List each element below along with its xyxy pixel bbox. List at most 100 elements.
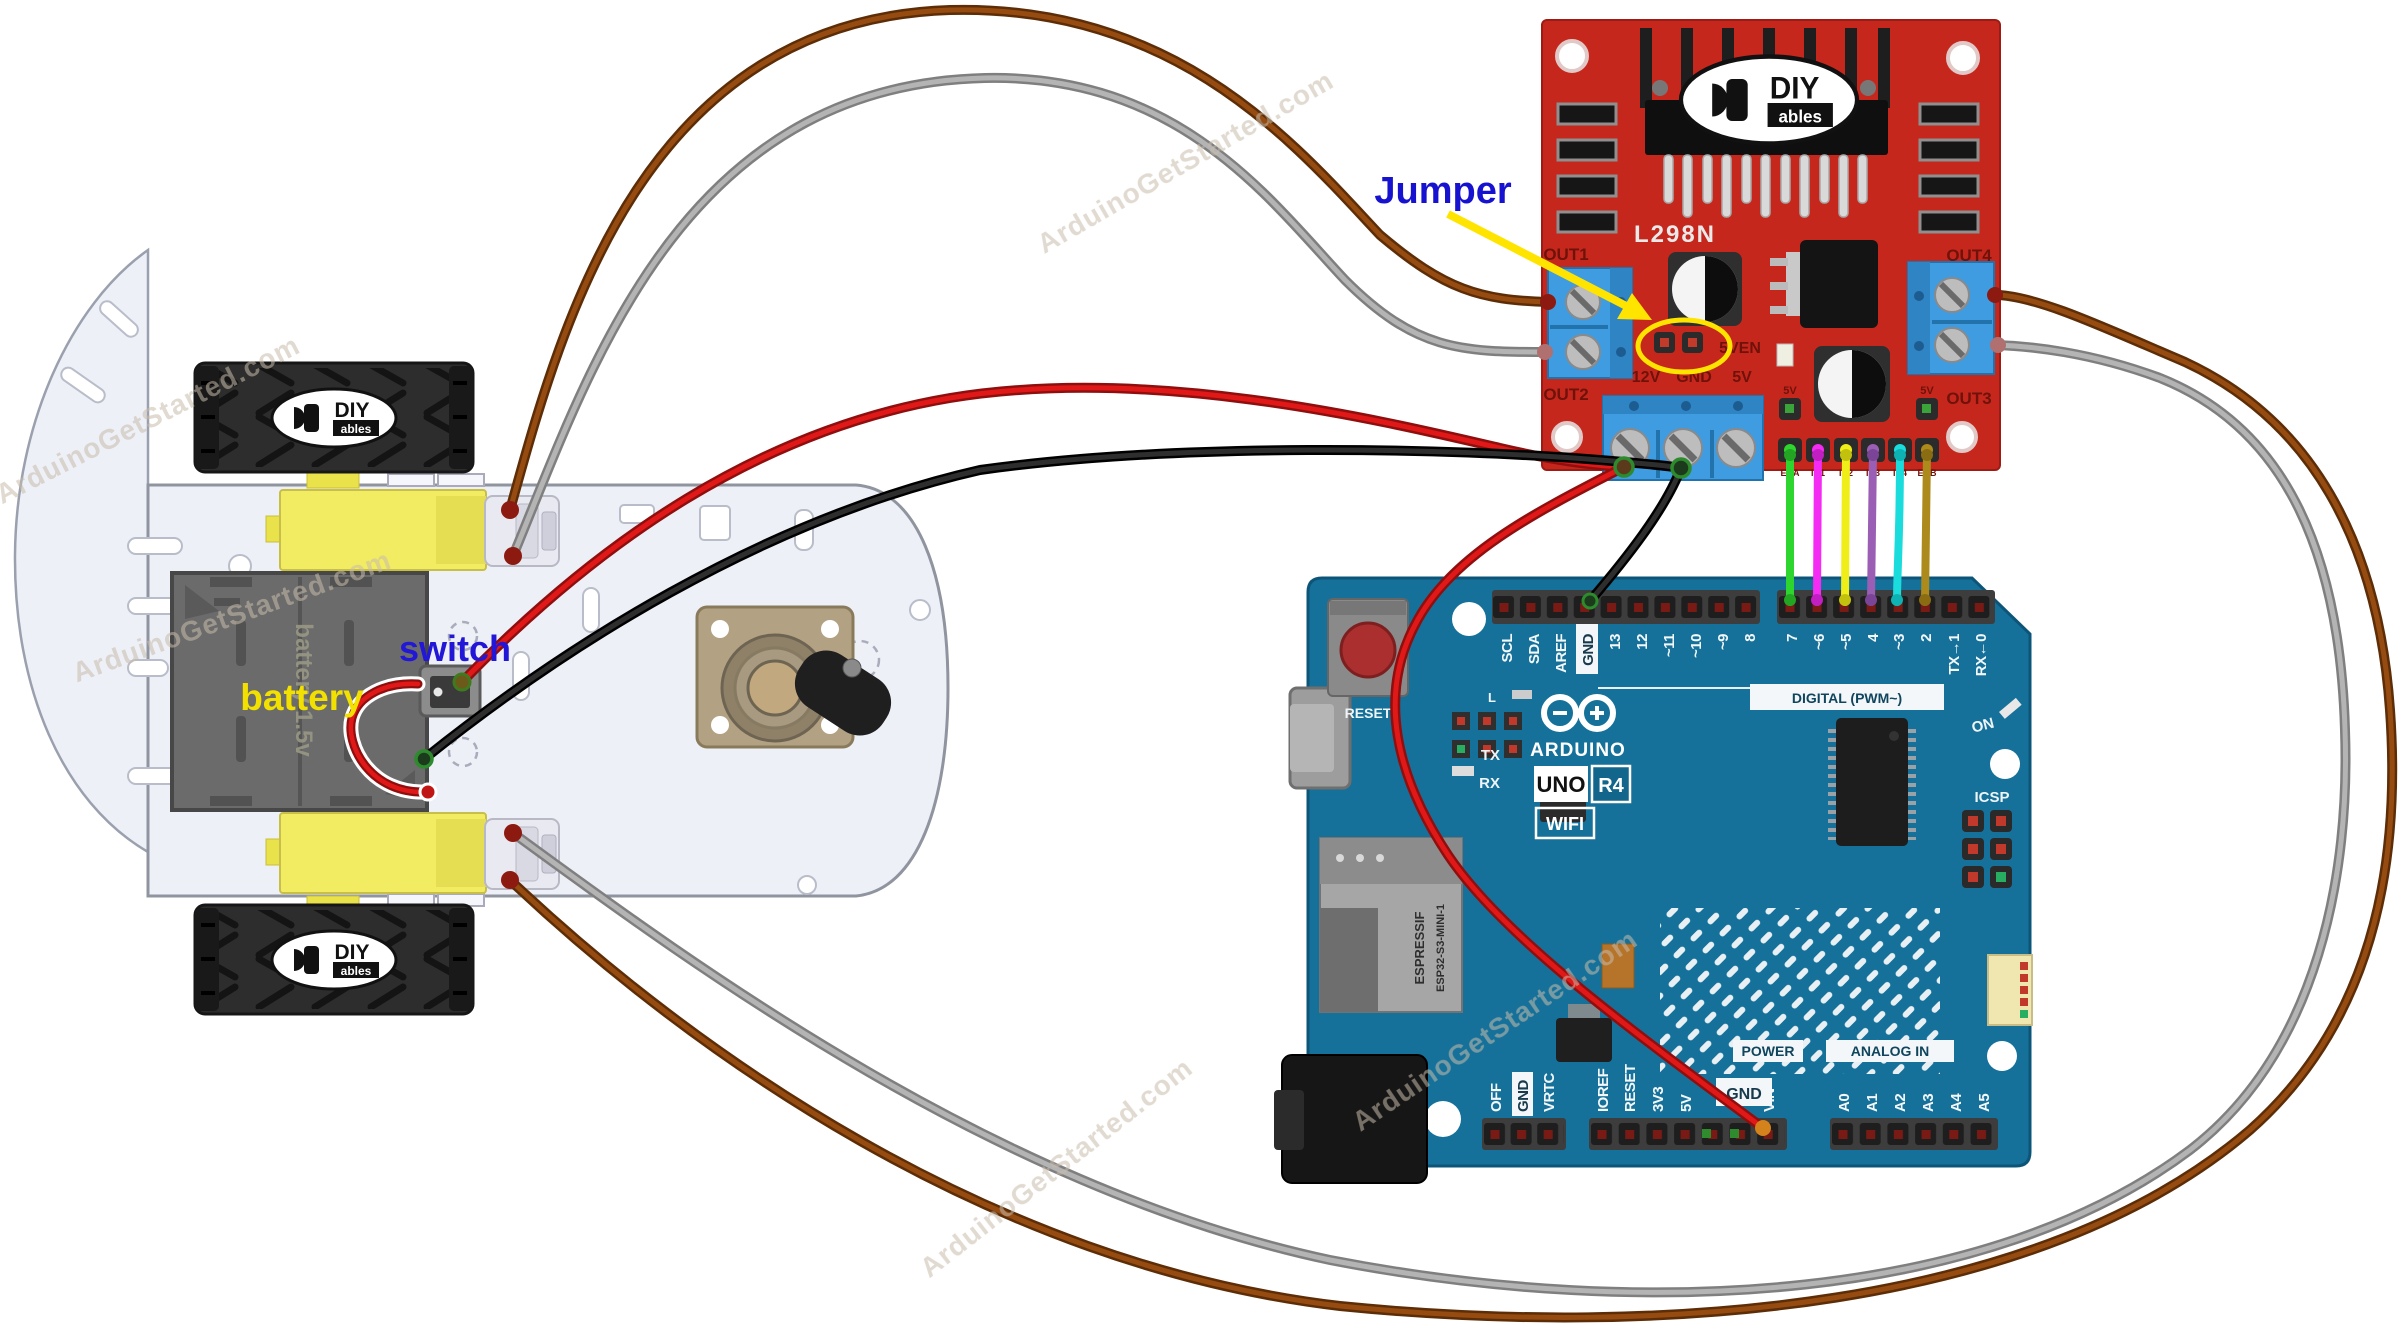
pin-aref: AREF: [1553, 634, 1570, 673]
pin-8: 8: [1742, 634, 1759, 642]
terminal-power: [1602, 395, 1764, 481]
watermark-5: ArduinoGetStarted.com: [914, 1052, 1198, 1284]
pin-gnd-power: GND: [1726, 1086, 1762, 1103]
pin-9: ~9: [1715, 634, 1732, 650]
wifi-badge: [1534, 806, 1596, 840]
pin-a3: A3: [1920, 1094, 1937, 1112]
l-led-label: L: [1488, 690, 1496, 705]
wire-motor-bottom-gray: [508, 340, 2351, 1298]
5v-label: 5V: [1732, 369, 1752, 386]
pin-11: ~11: [1661, 634, 1678, 657]
pin-2: 2: [1918, 634, 1935, 642]
battery-annotation: battery: [240, 677, 364, 718]
switch-annotation: switch: [399, 628, 511, 669]
digital-label-box: [1750, 684, 1944, 710]
pin-10: ~10: [1688, 634, 1705, 658]
pin-off: OFF: [1488, 1083, 1505, 1112]
pin-gnd-top: GND: [1580, 633, 1597, 666]
jumper-wire-in3-4: [1867, 448, 1877, 606]
icsp-header: [1962, 810, 2012, 888]
jumper-wire-in1-6: [1813, 448, 1822, 606]
wire-12v-to-vin: [1390, 463, 1768, 1133]
jumper-arrow-head: [1617, 293, 1652, 320]
smd-cluster: [1452, 690, 1635, 1062]
5v-pad-label-left: 5V: [1783, 385, 1797, 397]
wire-battery-to-gnd: [419, 444, 1686, 764]
reset-button: [1327, 598, 1409, 697]
arduino-logo: [1541, 694, 1616, 732]
pin-tx1: TX→1: [1946, 634, 1963, 675]
wire-battery-positive: [343, 676, 436, 800]
arduino-board: RESET SCL SDA AREF GND 13 12 ~11 ~10 ~9 …: [1274, 576, 2033, 1184]
jumper-annotation: Jumper: [1374, 170, 1511, 212]
jumper-wire-enb-2: [1921, 448, 1931, 606]
arduino-brand: ARDUINO: [1530, 740, 1626, 761]
heatsink: [1640, 28, 1890, 218]
caster-roller: [794, 650, 892, 736]
r4-label: R4: [1598, 775, 1624, 797]
pin-a5: A5: [1976, 1094, 1993, 1112]
jumper-wire-in4-3: [1893, 448, 1904, 606]
r4-badge: [1590, 764, 1632, 804]
esp32-label: ESP32-S3-MINI-1: [1435, 904, 1447, 992]
pin-a0: A0: [1836, 1094, 1853, 1112]
switch-actuator: [433, 687, 443, 697]
rx-label: RX: [1479, 775, 1500, 792]
pin-reset: RESET: [1622, 1064, 1639, 1112]
wheel-bottom: [195, 905, 473, 1014]
analog-label-box: [1826, 1040, 1954, 1062]
tx-label: TX: [1481, 747, 1500, 764]
power-label-box: [1733, 1040, 1803, 1062]
on-label: ON: [1970, 715, 1996, 737]
capacitor-1: [1668, 252, 1742, 326]
pin-rx0: RX←0: [1973, 634, 1990, 676]
wire-motor-top-gray: [508, 72, 1550, 561]
digital-pin-labels: SCL SDA AREF GND 13 12 ~11 ~10 ~9 8 7 ~6…: [1499, 624, 1990, 676]
annotations-layer: Jumper switch battery: [240, 170, 1733, 718]
l298n-chip-label: L298N: [1634, 221, 1716, 248]
power-pin-labels: OFF GND VRTC IOREF RESET 3V3 5V GND VIN …: [1488, 1064, 1993, 1116]
jumper-highlight-ellipse: [1635, 317, 1733, 375]
power-label: POWER: [1742, 1043, 1795, 1059]
wifi-label: WIFI: [1546, 814, 1584, 834]
jumper-wire-in2-5: [1841, 448, 1850, 606]
espressif-label: ESPRESSIF: [1412, 911, 1427, 984]
digital-label: DIGITAL (PWM~): [1792, 690, 1902, 706]
pin-a2: A2: [1892, 1094, 1909, 1112]
out3-label: OUT3: [1946, 389, 1991, 408]
uno-badge: [1534, 766, 1588, 802]
chassis-slots: [60, 300, 931, 895]
chassis-bow: [13, 247, 150, 855]
out2-label: OUT2: [1543, 385, 1588, 404]
pin-sda: SDA: [1526, 633, 1543, 664]
reset-label: RESET: [1345, 705, 1392, 721]
pin-scl: SCL: [1499, 634, 1516, 663]
terminal-out43: [1907, 261, 1995, 375]
esp32-module: ESPRESSIF ESP32-S3-MINI-1: [1319, 837, 1463, 1013]
analog-label: ANALOG IN: [1851, 1043, 1930, 1059]
power-jack-barrel: [1274, 1090, 1304, 1150]
wire-motor-top-brown: [505, 4, 1553, 515]
pin-3v3: 3V3: [1650, 1087, 1667, 1112]
battery-embossed-text: battery 1.5v: [290, 623, 317, 757]
pin-a4: A4: [1948, 1093, 1965, 1112]
5ven-jumper-pins: [1654, 332, 1703, 353]
wires: [343, 4, 2398, 1323]
pin-5: ~5: [1838, 634, 1855, 650]
pin-7: 7: [1784, 634, 1801, 642]
pin-4: 4: [1865, 633, 1882, 642]
out4-label: OUT4: [1946, 246, 1992, 265]
on-led: [1999, 697, 2022, 719]
pin-13: 13: [1607, 634, 1624, 650]
pin-a1: A1: [1864, 1094, 1881, 1112]
pin-vrtc: VRTC: [1541, 1073, 1558, 1113]
pin-6: ~6: [1811, 634, 1828, 650]
capacitor-2: [1814, 346, 1890, 422]
caster-wheel: [695, 605, 892, 749]
pin-ioref: IOREF: [1595, 1068, 1612, 1112]
usb-inner: [1290, 704, 1334, 772]
smd-resistor: [1776, 343, 1794, 367]
voltage-regulator: [1770, 240, 1878, 328]
uno-label: UNO: [1537, 772, 1586, 797]
